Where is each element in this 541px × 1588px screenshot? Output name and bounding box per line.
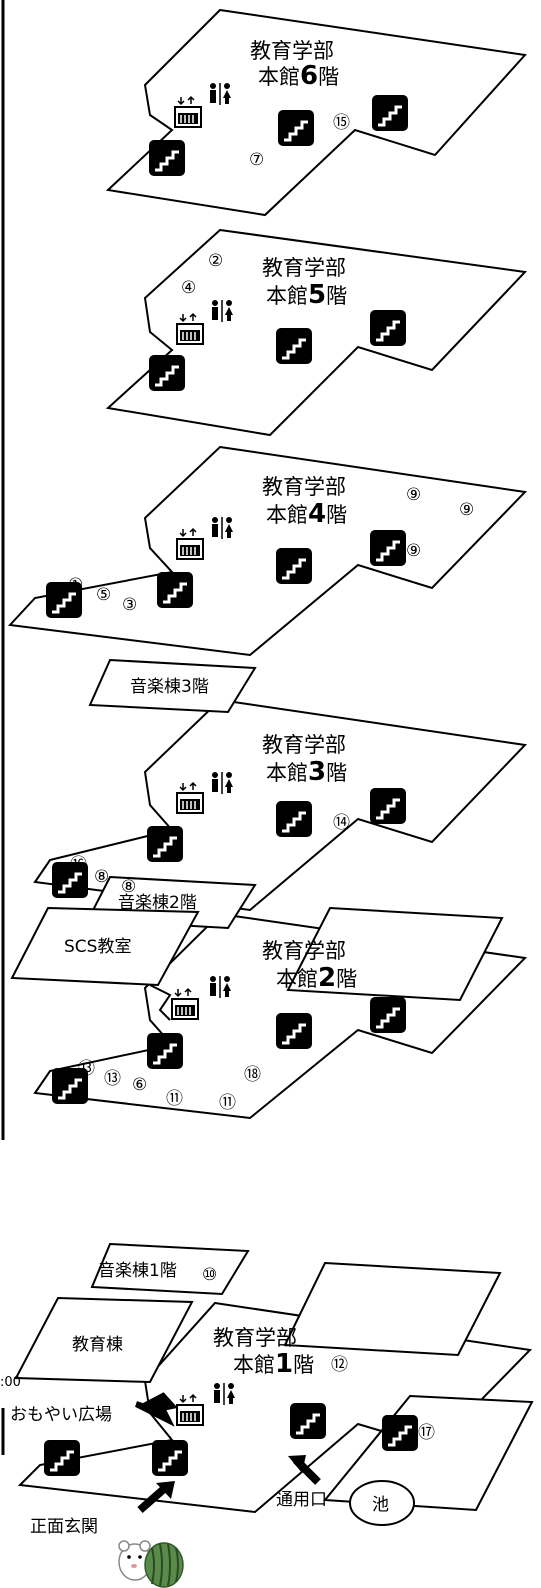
service-entrance-label: 通用口 (276, 1490, 327, 1510)
pond-outline (349, 1480, 415, 1526)
stairs-icon (274, 1011, 314, 1051)
restroom-icon (209, 975, 232, 999)
stairs-icon (368, 786, 408, 826)
stairs-icon (274, 546, 314, 586)
annex-2-outline (286, 906, 504, 1002)
stairs-icon (145, 1031, 185, 1071)
music3-label: 音楽棟3階 (130, 677, 209, 697)
floor-title-4: 教育学部 本館4階 (262, 475, 347, 529)
room-marker: ⑬ (104, 1069, 121, 1089)
svg-text:本館4階: 本館4階 (266, 499, 347, 529)
stairs-icon (288, 1401, 328, 1441)
svg-text:教育学部: 教育学部 (262, 256, 346, 280)
room-marker: ⑪ (166, 1089, 183, 1109)
room-marker: ① (68, 575, 83, 595)
svg-text:教育学部: 教育学部 (262, 733, 346, 757)
room-marker: ③ (122, 595, 137, 615)
room-marker: ⑨ (459, 500, 474, 520)
scs-connector (149, 984, 172, 1021)
stairs-icon (368, 995, 408, 1035)
svg-text:本館6階: 本館6階 (258, 61, 339, 91)
omoyai-label: おもやい広場 (10, 1405, 112, 1425)
restroom-icon (211, 771, 234, 795)
restroom-icon (211, 516, 234, 540)
room-marker: ⑪ (219, 1093, 236, 1113)
music2-label: 音楽棟2階 (118, 893, 197, 913)
entrance-label: 正面玄関 (30, 1517, 98, 1537)
stairs-icon (274, 799, 314, 839)
room-marker: ⑤ (96, 585, 111, 605)
room-marker: ⑥ (132, 1075, 147, 1095)
svg-text:本館3階: 本館3階 (266, 757, 347, 787)
room-marker: ⑱ (244, 1065, 261, 1085)
floor-title-3: 教育学部 本館3階 (262, 733, 347, 787)
edu-label: 教育棟 (72, 1335, 123, 1355)
edu-outline (14, 1296, 194, 1384)
music3-outline (88, 658, 257, 714)
scs-label: SCS教室 (64, 937, 131, 957)
music1-label: 音楽棟1階 (98, 1261, 177, 1281)
stairs-icon (42, 1438, 82, 1478)
floor-outline-4 (7, 445, 528, 657)
stairs-icon (145, 824, 185, 864)
room-marker: ⑨ (406, 541, 421, 561)
room-marker: ⑯ (70, 855, 87, 875)
mascot-icon (118, 1540, 152, 1581)
arrow-icon (137, 1484, 168, 1514)
svg-text:本館5階: 本館5階 (266, 280, 347, 310)
room-marker: ⑧ (121, 877, 136, 897)
svg-text:教育学部: 教育学部 (262, 939, 346, 963)
floor-title-5: 教育学部 本館5階 (262, 256, 347, 310)
stairs-icon (150, 1438, 190, 1478)
svg-text:本館2階: 本館2階 (276, 963, 357, 993)
annex-1-outline (283, 1261, 502, 1357)
room-marker: ⑰ (418, 1423, 435, 1443)
watermelon-icon (144, 1542, 184, 1588)
floor-outline-6 (105, 8, 527, 217)
floor-title-6: 教育学部 本館6階 (250, 39, 339, 91)
floor-title-1: 教育学部 本館1階 (213, 1326, 314, 1379)
restroom-icon (211, 299, 234, 323)
svg-text:教育学部: 教育学部 (250, 39, 334, 63)
restroom-icon (209, 82, 232, 106)
room-marker: ⑮ (333, 113, 350, 133)
svg-text:本館1階: 本館1階 (233, 1349, 314, 1379)
stairs-icon (368, 308, 408, 348)
floor-title-2: 教育学部 本館2階 (262, 939, 357, 993)
room-marker: ⑨ (406, 485, 421, 505)
room-marker: ④ (181, 278, 196, 298)
room-marker: ② (208, 251, 223, 271)
stairs-icon (380, 1413, 420, 1453)
room-marker: ⑭ (333, 813, 350, 833)
stairs-icon (147, 138, 187, 178)
stairs-icon (147, 353, 187, 393)
pond-label: 池 (372, 1495, 389, 1515)
stairs-icon (155, 570, 195, 610)
stairs-icon (274, 326, 314, 366)
arrow-icon (135, 1392, 178, 1427)
scs-outline (10, 906, 200, 987)
room-marker: ⑧ (94, 867, 109, 887)
stairs-icon (368, 528, 408, 568)
room-marker: ⑩ (202, 1265, 217, 1285)
svg-text:教育学部: 教育学部 (213, 1326, 297, 1350)
svg-text:教育学部: 教育学部 (262, 475, 346, 499)
stairs-icon (370, 93, 410, 133)
room-marker: ⑦ (249, 150, 264, 170)
room-marker: ⑬ (78, 1059, 95, 1079)
floor-outline-5 (105, 228, 528, 437)
music1-outline (90, 1242, 250, 1296)
restroom-icon (213, 1382, 236, 1406)
edge-time-text: :00 (0, 1375, 21, 1390)
room-marker: ⑫ (331, 1355, 348, 1375)
stairs-icon (276, 108, 316, 148)
